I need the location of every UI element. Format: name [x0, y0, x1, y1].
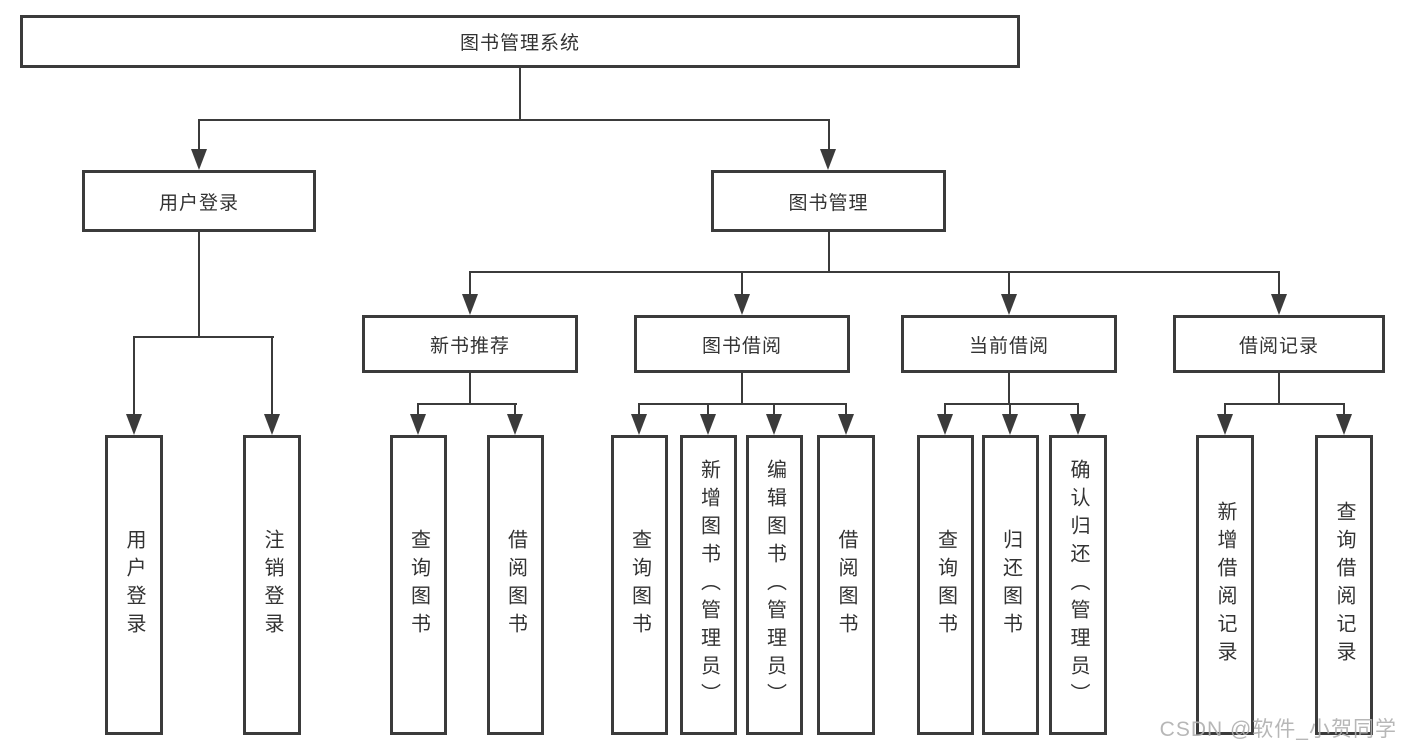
leaf-query-books-3: 查询图书 [917, 435, 974, 735]
leaf-logout-label: 注销登录 [261, 529, 283, 641]
leaf-confirm-return-admin: 确认归还（管理员） [1049, 435, 1107, 735]
connector-line [638, 403, 847, 405]
arrowhead-down-icon [1002, 414, 1018, 435]
arrowhead-down-icon [937, 414, 953, 435]
leaf-confirm-return-admin-label: 确认归还（管理员） [1067, 459, 1089, 711]
node-root-label: 图书管理系统 [459, 33, 580, 54]
connector-line [514, 403, 516, 417]
arrowhead-down-icon [507, 414, 523, 435]
node-new-book-recommend-label: 新书推荐 [429, 335, 510, 357]
arrowhead-down-icon [1271, 294, 1287, 315]
arrowhead-down-icon [734, 294, 750, 315]
node-current-borrow: 当前借阅 [901, 315, 1117, 373]
leaf-query-books-1: 查询图书 [390, 435, 447, 735]
node-root-library-system: 图书管理系统 [20, 15, 1020, 68]
leaf-add-books-admin: 新增图书（管理员） [680, 435, 737, 735]
arrowhead-down-icon [1001, 294, 1017, 315]
node-borrow-record: 借阅记录 [1173, 315, 1385, 373]
leaf-borrow-books-2-label: 借阅图书 [835, 529, 857, 641]
connector-line [198, 232, 200, 338]
connector-line [271, 336, 273, 418]
leaf-return-books-label: 归还图书 [999, 529, 1022, 641]
connector-line [828, 232, 830, 273]
connector-line [773, 403, 775, 417]
watermark: CSDN @软件_小贺同学 [1159, 718, 1397, 741]
leaf-add-borrow-record: 新增借阅记录 [1196, 435, 1254, 735]
connector-line [1224, 403, 1345, 405]
connector-line [417, 403, 419, 417]
leaf-query-books-3-label: 查询图书 [934, 529, 957, 641]
arrowhead-down-icon [1070, 414, 1086, 435]
connector-line [1278, 271, 1280, 297]
connector-line [198, 119, 200, 152]
arrowhead-down-icon [126, 414, 142, 435]
connector-line [1009, 403, 1011, 417]
connector-line [133, 336, 135, 418]
connector-line [638, 403, 640, 417]
connector-line [845, 403, 847, 417]
connector-line [198, 119, 830, 121]
leaf-query-borrow-record: 查询借阅记录 [1315, 435, 1373, 735]
connector-line [469, 271, 471, 297]
connector-line [741, 271, 743, 297]
node-borrow-record-label: 借阅记录 [1238, 335, 1319, 357]
connector-line [1077, 403, 1079, 417]
connector-line [519, 68, 521, 120]
connector-line [1343, 403, 1345, 417]
connector-line [944, 403, 1079, 405]
leaf-query-books-2: 查询图书 [611, 435, 668, 735]
arrowhead-down-icon [820, 149, 836, 170]
arrowhead-down-icon [264, 414, 280, 435]
connector-line [1278, 373, 1280, 405]
leaf-borrow-books-2: 借阅图书 [817, 435, 875, 735]
arrowhead-down-icon [838, 414, 854, 435]
connector-line [133, 336, 274, 338]
leaf-query-borrow-record-label: 查询借阅记录 [1333, 501, 1355, 669]
leaf-edit-books-admin-label: 编辑图书（管理员） [763, 459, 786, 711]
arrowhead-down-icon [631, 414, 647, 435]
node-book-management-label: 图书管理 [788, 192, 869, 214]
arrowhead-down-icon [462, 294, 478, 315]
leaf-borrow-books-1: 借阅图书 [487, 435, 544, 735]
leaf-query-books-1-label: 查询图书 [407, 529, 430, 641]
connector-line [469, 271, 1280, 273]
node-current-borrow-label: 当前借阅 [968, 335, 1049, 357]
leaf-add-books-admin-label: 新增图书（管理员） [697, 459, 720, 711]
leaf-edit-books-admin: 编辑图书（管理员） [746, 435, 803, 735]
arrowhead-down-icon [410, 414, 426, 435]
arrowhead-down-icon [1217, 414, 1233, 435]
leaf-return-books: 归还图书 [982, 435, 1039, 735]
connector-line [1008, 271, 1010, 297]
connector-line [741, 373, 743, 405]
arrowhead-down-icon [191, 149, 207, 170]
node-book-management: 图书管理 [711, 170, 946, 232]
leaf-user-login: 用户登录 [105, 435, 163, 735]
node-book-borrow-label: 图书借阅 [701, 335, 782, 357]
connector-line [707, 403, 709, 417]
leaf-borrow-books-1-label: 借阅图书 [504, 529, 527, 641]
leaf-user-login-label: 用户登录 [123, 529, 145, 641]
node-book-borrow: 图书借阅 [634, 315, 850, 373]
connector-line [417, 403, 517, 405]
node-user-login: 用户登录 [82, 170, 316, 232]
leaf-add-borrow-record-label: 新增借阅记录 [1214, 501, 1236, 669]
connector-line [828, 119, 830, 152]
arrowhead-down-icon [766, 414, 782, 435]
leaf-logout: 注销登录 [243, 435, 301, 735]
arrowhead-down-icon [1336, 414, 1352, 435]
node-new-book-recommend: 新书推荐 [362, 315, 578, 373]
arrowhead-down-icon [700, 414, 716, 435]
node-user-login-label: 用户登录 [158, 192, 239, 214]
connector-line [1008, 373, 1010, 405]
leaf-query-books-2-label: 查询图书 [628, 529, 651, 641]
connector-line [1224, 403, 1226, 417]
connector-line [469, 373, 471, 405]
connector-line [944, 403, 946, 417]
